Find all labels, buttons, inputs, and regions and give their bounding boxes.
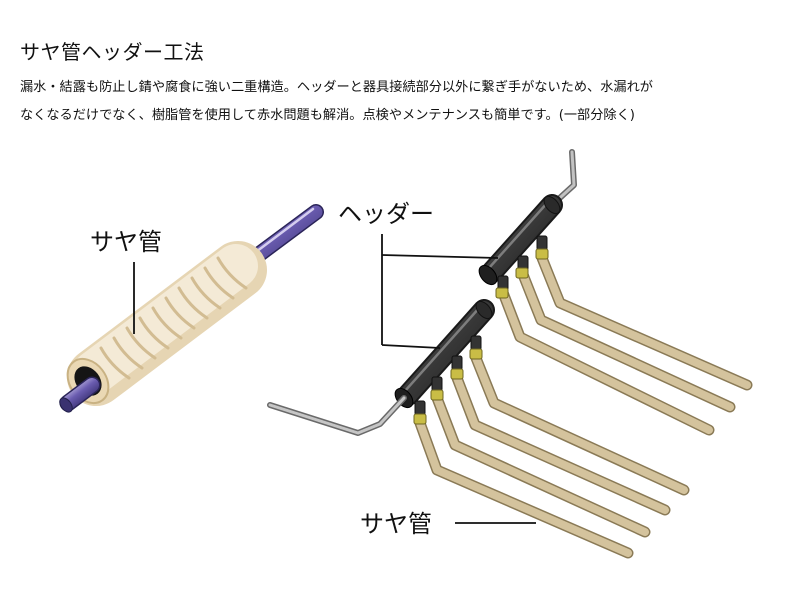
label-saya-kan-bottom: サヤ管 <box>360 510 432 538</box>
header-manifold-lower <box>394 299 495 425</box>
leader-bracket-header <box>381 234 499 349</box>
description-line-2: なくなるだけでなく、樹脂管を使用して赤水問題も解消。点検やメンテナンスも簡単です… <box>20 108 635 123</box>
description-line-1: 漏水・結露も防止し錆や腐食に強い二重構造。ヘッダーと器具接続部分以外に繋ぎ手がな… <box>20 80 653 95</box>
description: 漏水・結露も防止し錆や腐食に強い二重構造。ヘッダーと器具接続部分以外に繋ぎ手がな… <box>20 74 790 130</box>
flexible-tubes <box>414 252 753 559</box>
sheath-pipe-illustration <box>59 204 324 413</box>
label-header: ヘッダー <box>338 200 434 228</box>
page-title: サヤ管ヘッダー工法 <box>20 40 205 64</box>
sheath-corrugation <box>99 256 248 380</box>
header-manifold-illustration <box>267 149 753 559</box>
label-saya-kan-left: サヤ管 <box>90 228 162 256</box>
header-manifold-upper <box>478 194 563 299</box>
